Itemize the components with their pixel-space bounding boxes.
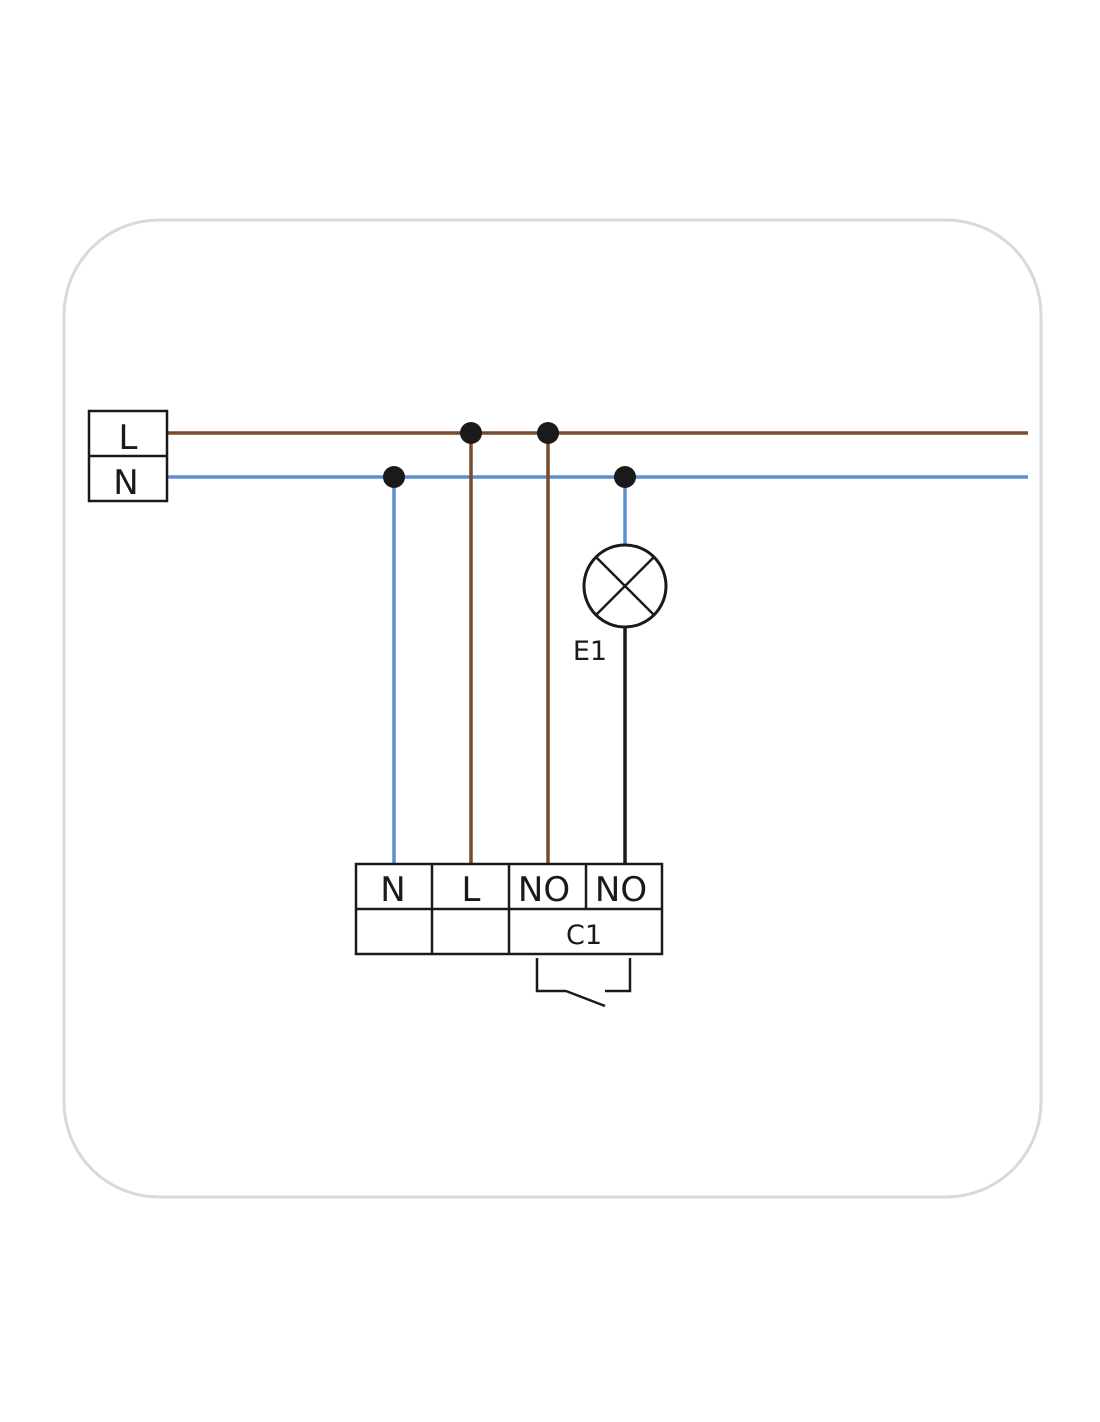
junction-dot-neutral-1: [383, 466, 405, 488]
junction-dot-live-2: [537, 422, 559, 444]
relay-switch-icon: [535, 958, 632, 1008]
module-contact-label: C1: [566, 920, 602, 951]
supply-terminal-block: [87, 409, 169, 503]
junction-dot-neutral-2: [614, 466, 636, 488]
diagram-card: [62, 218, 1043, 1199]
supply-neutral-label: N: [113, 463, 138, 503]
module-terminal-no-2: NO: [595, 870, 647, 910]
lamp-icon: [582, 543, 668, 629]
module-terminal-l: L: [462, 870, 481, 910]
module-terminal-block: [354, 862, 664, 956]
lamp-label: E1: [573, 636, 607, 667]
module-terminal-no-1: NO: [518, 870, 570, 910]
supply-live-label: L: [119, 418, 138, 458]
module-terminal-n: N: [380, 870, 405, 910]
junction-dot-live-1: [460, 422, 482, 444]
